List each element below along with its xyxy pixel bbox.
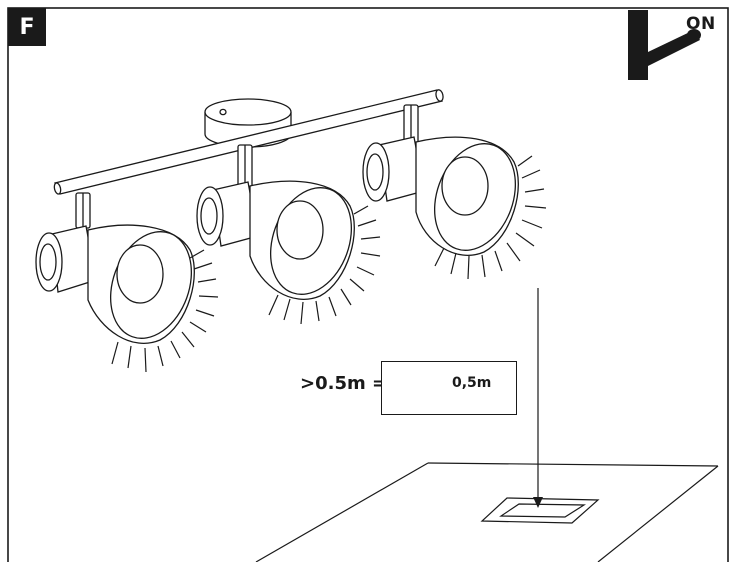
distance-equation-label: >0.5m = [300, 373, 388, 394]
light-beam-arrow [533, 288, 543, 508]
spotlight-icon [196, 144, 355, 300]
mounting-bar [53, 89, 444, 195]
light-rays [434, 155, 547, 280]
step-label: F [8, 8, 46, 46]
switch-on-label: ON [686, 14, 716, 34]
floor-plane [255, 462, 719, 563]
distance-symbol-box [381, 361, 517, 415]
light-rays [268, 205, 381, 325]
spotlight-icon [362, 104, 519, 256]
distance-value: 0,5m [452, 375, 492, 391]
floor-target-icon [480, 497, 600, 524]
panel-frame [7, 7, 729, 566]
spotlight-icon [35, 192, 195, 344]
switch-on-icon [628, 10, 701, 80]
light-rays [111, 249, 219, 373]
